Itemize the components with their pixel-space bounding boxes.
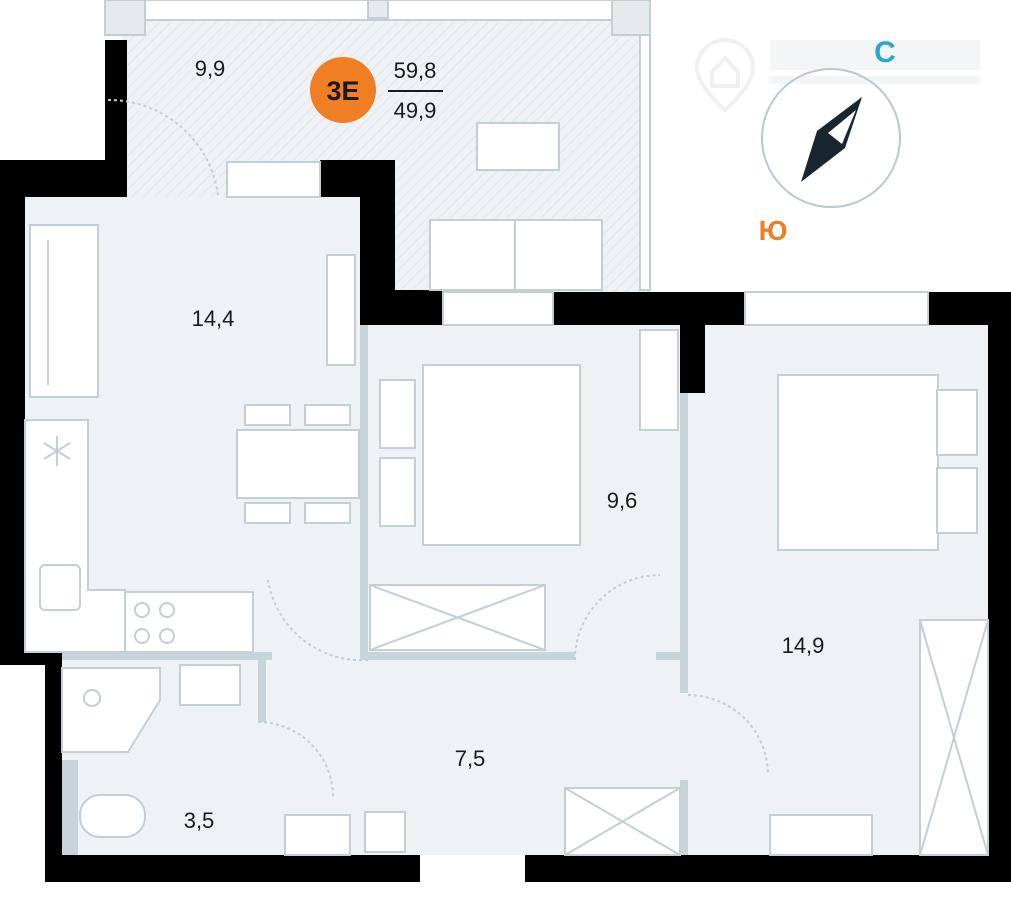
- total-area: 59,8: [394, 58, 437, 83]
- balcony-side-frame: [639, 34, 651, 291]
- living-area: 49,9: [394, 98, 437, 123]
- snowflake-icon: [43, 436, 71, 466]
- room-area-bedroom-large: 14,9: [782, 633, 825, 658]
- apartment-code: 3E: [326, 76, 359, 106]
- apartment-badge: [310, 57, 376, 123]
- balcony-door: [226, 161, 321, 198]
- window: [442, 291, 554, 326]
- watermark-logo: [694, 37, 980, 113]
- balcony-post: [104, 0, 146, 36]
- balcony-post: [611, 0, 651, 36]
- room-area-kitchen-living: 14,4: [192, 306, 235, 331]
- room-area-balcony: 9,9: [195, 56, 226, 81]
- room-area-bedroom-small: 9,6: [607, 488, 638, 513]
- window: [744, 291, 929, 326]
- compass-icon: [761, 68, 901, 208]
- compass-north-label: С: [874, 36, 896, 69]
- furniture: [24, 98, 989, 856]
- balcony-post: [367, 0, 389, 19]
- walls: [0, 40, 1011, 882]
- compass-south-label: Ю: [759, 215, 788, 246]
- room-area-hallway: 7,5: [455, 746, 486, 771]
- partitions: [62, 325, 688, 855]
- room-area-bathroom: 3,5: [184, 808, 215, 833]
